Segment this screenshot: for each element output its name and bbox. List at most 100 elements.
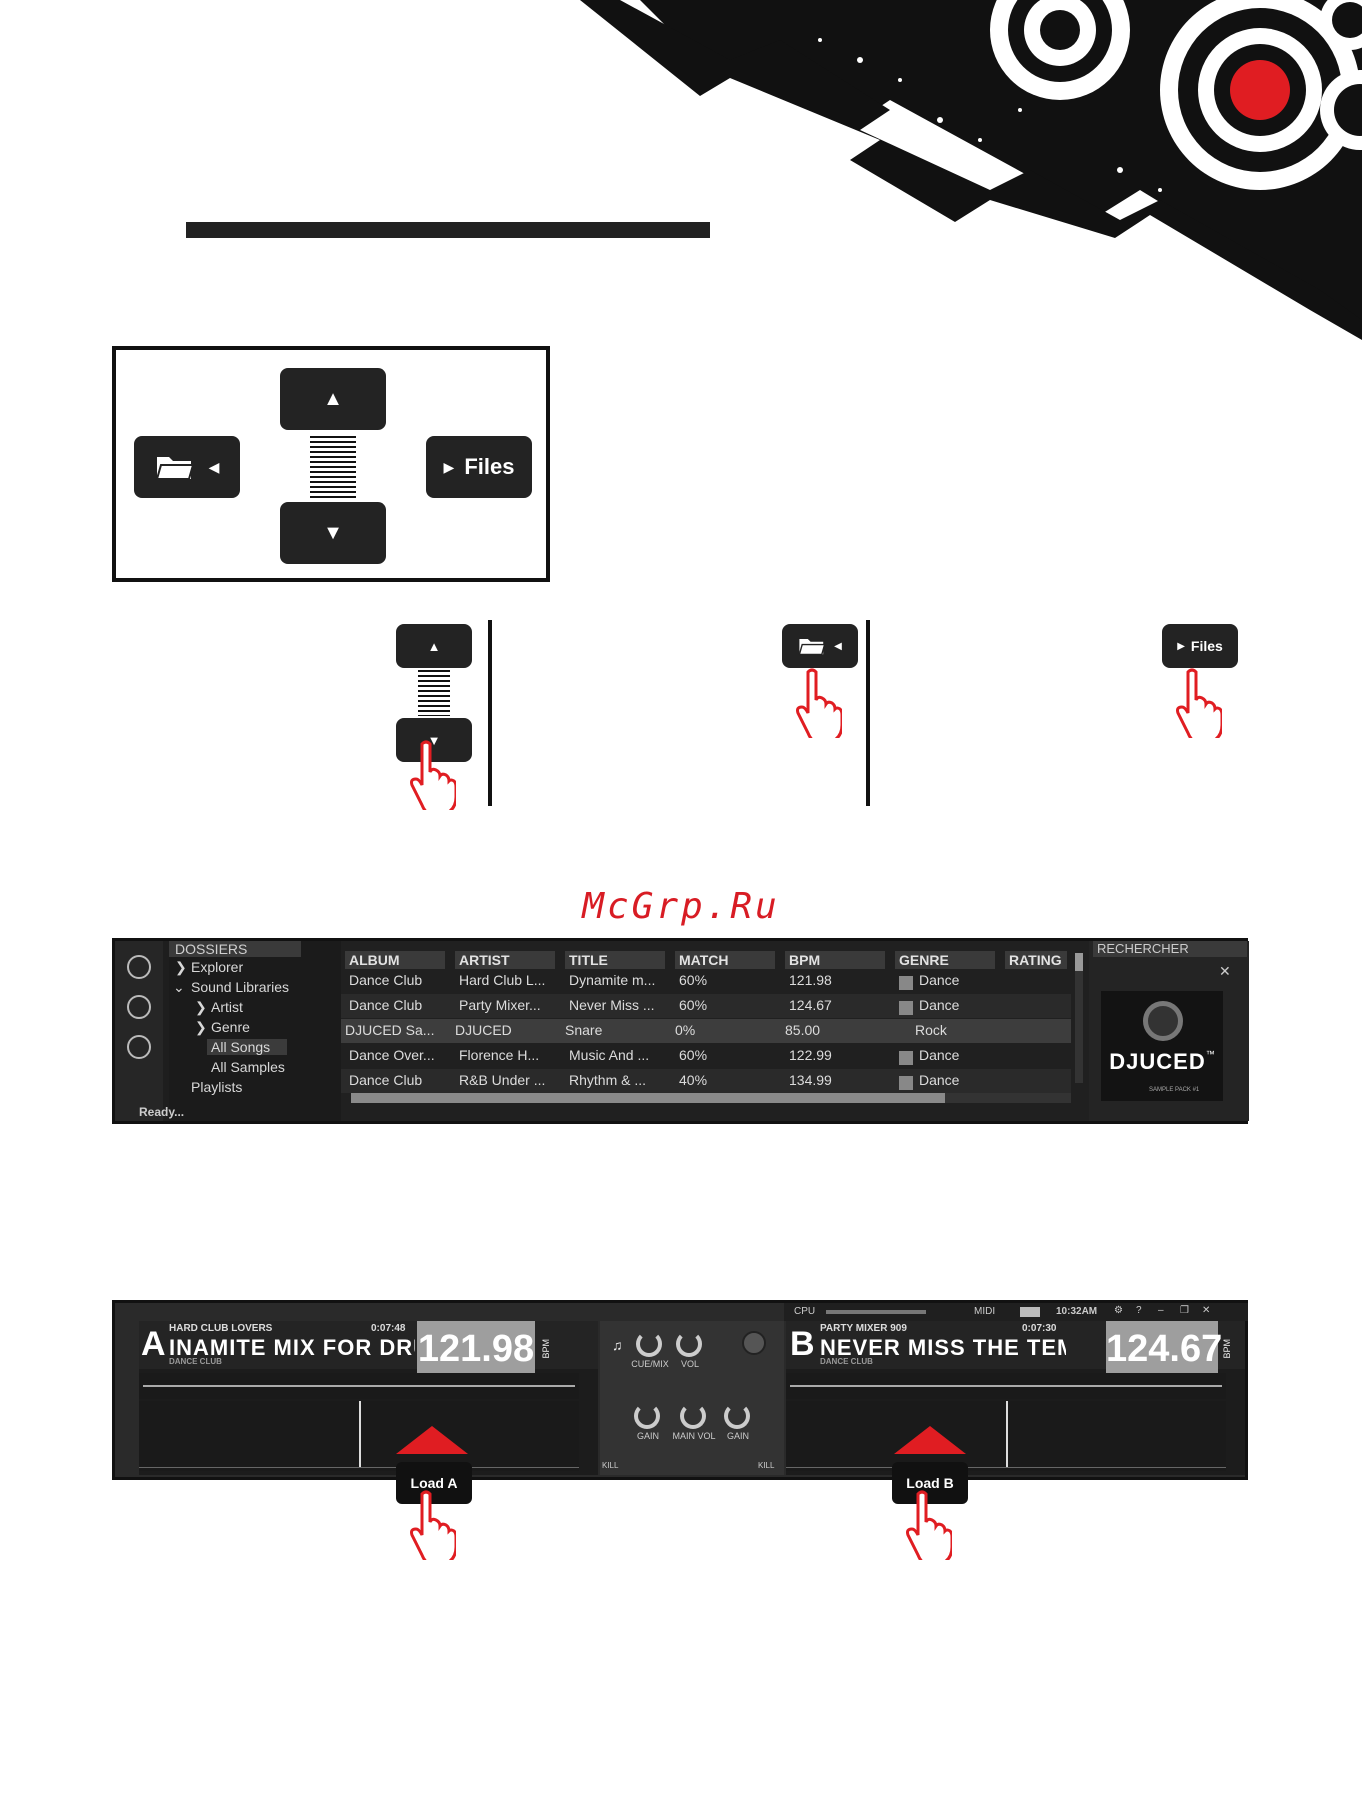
- restore-icon[interactable]: ❐: [1180, 1305, 1189, 1316]
- browse-up-button[interactable]: ▲: [280, 368, 386, 430]
- gain-left-knob[interactable]: [634, 1403, 660, 1429]
- genre-color-swatch: [899, 1001, 913, 1015]
- beat-marker: [359, 1401, 361, 1467]
- main-volume-label: MAIN VOL: [672, 1431, 716, 1441]
- decorative-circles-graphic: [560, 0, 1362, 340]
- folder-button[interactable]: ◀: [134, 436, 240, 498]
- main-volume-knob[interactable]: [680, 1403, 706, 1429]
- files-button-label: Files: [464, 454, 515, 479]
- help-icon[interactable]: ?: [1136, 1305, 1142, 1316]
- deck-a-bpm: 121.98: [417, 1328, 535, 1370]
- table-vertical-scrollbar[interactable]: [1075, 953, 1083, 1083]
- table-row-selected[interactable]: DJUCED Sa... DJUCED Snare 0% 85.00 Rock: [341, 1019, 1071, 1043]
- column-header-artist[interactable]: ARTIST: [455, 951, 555, 969]
- deck-a-overview-waveform[interactable]: [139, 1373, 579, 1399]
- cell-genre: Dance: [919, 972, 960, 988]
- column-header-bpm[interactable]: BPM: [785, 951, 885, 969]
- watermark-text: McGrp.Ru: [582, 886, 780, 927]
- sample-pack-cover[interactable]: DJUCED™ SAMPLE PACK #1: [1101, 991, 1223, 1101]
- decks-screenshot: CPU MIDI 10:32AM ⚙ ? – ❐ ✕ A HARD CLUB L…: [112, 1300, 1248, 1480]
- midi-label: MIDI: [974, 1306, 996, 1317]
- deck-a-header: A HARD CLUB LOVERS 0:07:48 INAMITE MIX F…: [139, 1321, 598, 1373]
- column-header-genre[interactable]: GENRE: [895, 951, 995, 969]
- deck-b-zoom-waveform[interactable]: [786, 1401, 1226, 1471]
- pointing-hand-icon: [1176, 668, 1222, 738]
- cell-bpm: 134.99: [789, 1072, 832, 1088]
- gain-right-knob[interactable]: [724, 1403, 750, 1429]
- gear-icon[interactable]: ⚙: [1114, 1305, 1123, 1316]
- small-folder-button[interactable]: ◀: [782, 624, 858, 668]
- tree-item-artist[interactable]: Artist: [211, 999, 243, 1015]
- kill-left-label: KILL: [602, 1461, 619, 1470]
- keyboard-icon[interactable]: [1020, 1307, 1040, 1317]
- chevron-right-icon: ❯: [195, 1019, 207, 1035]
- genre-color-swatch: [899, 976, 913, 990]
- deck-a-bpm-display[interactable]: 121.98: [417, 1321, 535, 1373]
- tree-item-explorer[interactable]: Explorer: [191, 959, 244, 975]
- vinyl-icon: [1143, 1001, 1183, 1041]
- cell-title: Snare: [565, 1022, 603, 1038]
- small-down-button[interactable]: ▼: [396, 718, 472, 762]
- cell-album: Dance Over...: [349, 1047, 435, 1063]
- table-row[interactable]: Dance Club Party Mixer... Never Miss ...…: [341, 994, 1071, 1018]
- kill-right-label: KILL: [758, 1461, 775, 1470]
- deck-a-letter: A: [141, 1325, 166, 1363]
- table-horizontal-scrollbar[interactable]: [351, 1093, 1071, 1103]
- deck-a-title: INAMITE MIX FOR DRUMS A: [169, 1335, 415, 1360]
- files-button[interactable]: ▶ Files: [426, 436, 532, 498]
- minimize-icon[interactable]: –: [1158, 1305, 1164, 1316]
- table-row[interactable]: Dance Club R&B Under ... Rhythm & ... 40…: [341, 1069, 1071, 1093]
- tree-item-genre[interactable]: Genre: [211, 1019, 250, 1035]
- add-to-list-icon[interactable]: [127, 995, 151, 1019]
- load-a-button[interactable]: Load A: [396, 1462, 472, 1504]
- volume-label: VOL: [680, 1359, 699, 1369]
- small-files-button-label: Files: [1190, 638, 1223, 654]
- remove-from-list-icon[interactable]: [127, 1035, 151, 1059]
- table-row[interactable]: Dance Over... Florence H... Music And ..…: [341, 1044, 1071, 1068]
- deck-b-bpm-display[interactable]: 124.67: [1106, 1321, 1222, 1373]
- tree-item-sound-libraries[interactable]: Sound Libraries: [191, 979, 290, 995]
- deck-a-zoom-waveform[interactable]: [139, 1401, 579, 1471]
- grid-line: [786, 1467, 1226, 1468]
- cpu-label: CPU: [794, 1306, 816, 1317]
- tree-item-playlists[interactable]: Playlists: [191, 1079, 243, 1095]
- deck-b-title: NEVER MISS THE TEMPO: [820, 1335, 1066, 1360]
- tree-item-all-samples[interactable]: All Samples: [211, 1059, 285, 1075]
- tree-item-all-songs[interactable]: All Songs: [207, 1039, 287, 1055]
- cue-mix-knob[interactable]: [636, 1331, 662, 1357]
- cell-bpm: 121.98: [789, 972, 832, 988]
- cell-album: DJUCED Sa...: [345, 1022, 435, 1038]
- deck-b: B PARTY MIXER 909 0:07:30 NEVER MISS THE…: [786, 1321, 1245, 1475]
- deck-b-letter: B: [790, 1325, 815, 1363]
- browse-down-button[interactable]: ▼: [280, 502, 386, 564]
- deck-b-overview-waveform[interactable]: [786, 1373, 1226, 1399]
- table-row[interactable]: Dance Club Hard Club L... Dynamite m... …: [341, 969, 1071, 993]
- cell-title: Never Miss ...: [569, 997, 655, 1013]
- small-files-button[interactable]: ▶ Files: [1162, 624, 1238, 668]
- volume-knob[interactable]: [676, 1331, 702, 1357]
- cpu-meter: [826, 1310, 926, 1314]
- column-header-title[interactable]: TITLE: [565, 951, 665, 969]
- cell-title: Music And ...: [569, 1047, 650, 1063]
- headphones-icon[interactable]: ♫: [612, 1337, 623, 1353]
- screen-icon[interactable]: [127, 955, 151, 979]
- gain-left-label: GAIN: [636, 1431, 659, 1441]
- load-b-button[interactable]: Load B: [892, 1462, 968, 1504]
- column-header-match[interactable]: MATCH: [675, 951, 775, 969]
- gain-right-label: GAIN: [726, 1431, 749, 1441]
- column-header-album[interactable]: ALBUM: [345, 951, 445, 969]
- tracks-table: ALBUM ARTIST TITLE MATCH BPM GENRE RATIN…: [341, 941, 1089, 1121]
- status-text: Ready...: [139, 1105, 185, 1119]
- small-up-button[interactable]: ▲: [396, 624, 472, 668]
- column-header-rating[interactable]: RATING: [1005, 951, 1067, 969]
- cell-match: 60%: [679, 972, 708, 988]
- browser-side-toolbar: [115, 941, 163, 1121]
- grid-line: [139, 1467, 579, 1468]
- deck-b-header: B PARTY MIXER 909 0:07:30 NEVER MISS THE…: [786, 1321, 1245, 1373]
- cell-artist: Party Mixer...: [459, 997, 541, 1013]
- folder-icon: [155, 457, 194, 480]
- close-icon[interactable]: ✕: [1202, 1305, 1211, 1316]
- cell-title: Rhythm & ...: [569, 1072, 647, 1088]
- close-icon[interactable]: ✕: [1219, 963, 1231, 979]
- record-button[interactable]: [742, 1331, 766, 1355]
